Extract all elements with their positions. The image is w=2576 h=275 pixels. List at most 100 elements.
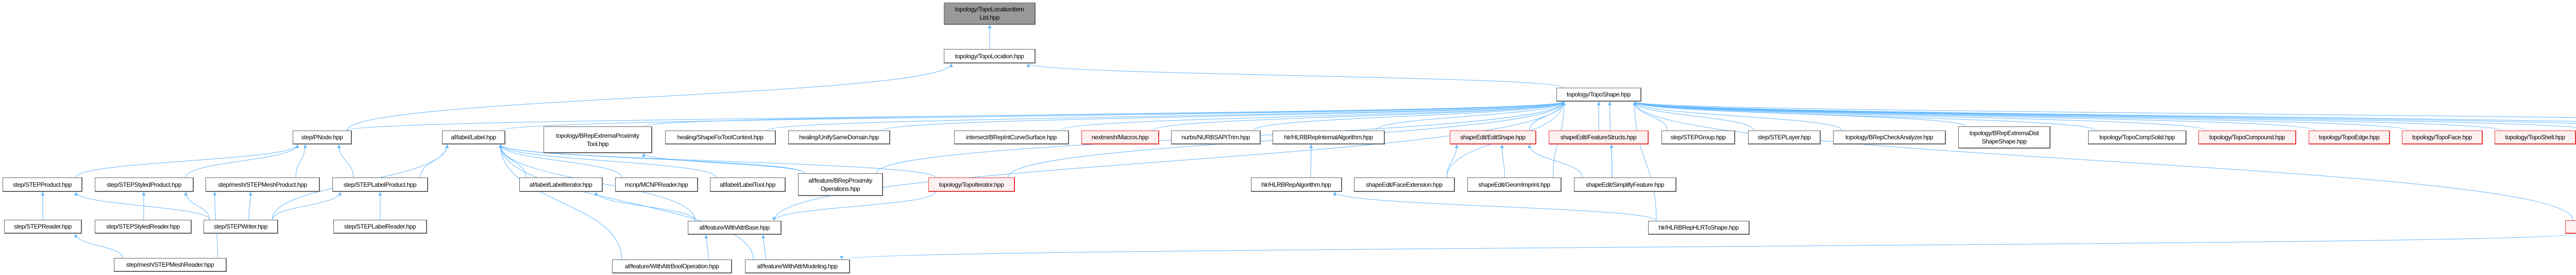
graph-node[interactable]: step/mesh/STEPMeshProduct.hpp [206,177,320,192]
node-label: shapeEdit/EditShape.hpp [1460,134,1526,141]
graph-node[interactable]: af/label/LabelIterator.hpp [519,177,603,192]
graph-node[interactable]: step/PNode.hpp [293,131,352,144]
dependency-edge [74,191,210,220]
graph-node[interactable]: step/STEPLabelReader.hpp [333,220,427,234]
node-label: topology/TopoCompound.hpp [2209,134,2285,141]
dependency-edge [248,191,252,220]
graph-node[interactable]: step/STEPProduct.hpp [3,177,82,192]
graph-node[interactable]: hlr/HLRBRepAlgorithm.hpp [1251,177,1342,192]
dependency-edge [1446,144,1459,178]
node-label: topology/BRepCheckAnalyzer.hpp [1845,134,1934,141]
dependency-edge [1059,101,1565,131]
graph-node[interactable]: shapeEdit/FaceExtension.hpp [1354,177,1455,192]
graph-node[interactable]: nextmesh/Macros.hpp [1081,131,1159,144]
node-label: step/STEPStyledReader.hpp [106,223,180,230]
dependency-edge [1633,101,2096,131]
node-label: healing/UnifySameDomain.hpp [799,134,879,141]
graph-node[interactable]: modeling/MakeShape.hpp [2565,220,2576,234]
node-label: hlr/HLRBRepAlgorithm.hpp [1261,181,1331,188]
dependency-edge [882,101,1565,131]
dependency-edge [1528,144,1583,178]
dependency-edge [498,144,622,178]
graph-node[interactable]: af/feature/WithAttrBoolOperation.hpp [612,260,732,273]
dependency-edge [347,63,953,131]
graph-node[interactable]: shapeEdit/EditShape.hpp [1450,131,1536,144]
node-label: topology/TopoCompSolid.hpp [2099,134,2175,141]
dependency-edge [337,144,354,178]
graph-node[interactable]: step/STEPStyledReader.hpp [95,220,192,234]
graph-node[interactable]: shapeEdit/SimplifyFeature.hpp [1574,177,1676,192]
node-label: topology/BRepExtremaProximity Tool.hpp [556,132,639,148]
node-label: step/STEPLayer.hpp [1757,134,1811,141]
dependency-edge [1633,101,1668,131]
dependency-edge [420,144,449,178]
graph-node[interactable]: step/STEPLabelProduct.hpp [332,177,428,192]
dependency-edge [1633,101,1843,131]
graph-node[interactable]: hlr/HLRBRepHLRToShape.hpp [1648,221,1750,235]
graph-node[interactable]: topology/TopoIterator.hpp [928,177,1015,192]
node-label: topology/BRepExtremaDist ShapeShape.hpp [1969,130,2039,145]
node-label: step/mesh/STEPMeshReader.hpp [126,261,214,268]
dependency-edge [704,234,709,260]
node-label: af/label/Label.hpp [451,134,496,141]
dependency-edge [1633,101,2502,131]
graph-node[interactable]: step/STEPReader.hpp [4,220,82,234]
node-label: topology/TopoShape.hpp [1567,91,1631,98]
dependency-edge [498,144,717,178]
graph-node[interactable]: step/STEPGroup.hpp [1662,131,1735,144]
graph-node[interactable]: shapeEdit/FeatureStructs.hpp [1549,131,1649,144]
dependency-edge [643,101,1565,127]
graph-node[interactable]: healing/ShapeFixToolContext.hpp [665,131,776,144]
dependency-edge [641,153,805,174]
dependency-edge [498,144,936,178]
graph-node[interactable]: af/feature/WithAttrModeling.hpp [745,260,850,273]
graph-node[interactable]: hlr/HLRBRepInternalAlgorithm.hpp [1273,131,1385,144]
graph-node[interactable]: af/feature/BRepProximity Operations.hpp [798,173,883,196]
graph-node[interactable]: af/label/Label.hpp [442,131,505,144]
graph-node[interactable]: topology/BRepExtremaProximity Tool.hpp [544,126,652,153]
graph-node[interactable]: shapeEdit/GeomImprint.hpp [1467,177,1562,192]
dependency-edge [500,101,1565,131]
node-label: step/STEPProduct.hpp [12,181,72,188]
node-label: af/feature/BRepProximity Operations.hpp [808,176,872,192]
graph-node[interactable]: step/STEPStyledProduct.hpp [95,177,194,192]
dependency-edge [1026,63,1564,88]
dependency-edge [1633,101,2573,221]
node-label: nextmesh/Macros.hpp [1091,134,1149,141]
graph-node[interactable]: topology/TopoCompound.hpp [2198,131,2296,144]
graph-node[interactable]: af/label/LabelTool.hpp [710,177,786,192]
dependency-edge [1633,101,2409,131]
dependency-edge [498,144,622,260]
dependency-edge [1153,101,1565,131]
graph-node[interactable]: af/feature/WithAttrBase.hpp [688,221,782,235]
node-label: topology/TopoShell.hpp [2505,134,2565,141]
graph-node[interactable]: healing/UnifySameDomain.hpp [788,131,890,144]
graph-node[interactable]: topology/BRepCheckAnalyzer.hpp [1833,131,1946,144]
graph-node[interactable]: topology/TopoLocation.hpp [944,49,1036,63]
graph-node[interactable]: nurbs/NURBSAPITrim.hpp [1171,131,1261,144]
node-label: intersect/BRepIntCurveSurface.hpp [966,134,1057,141]
graph-node[interactable]: intersect/BRepIntCurveSurface.hpp [954,131,1069,144]
graph-node[interactable]: mcnp/MCNPReader.hpp [615,177,698,192]
graph-node[interactable]: step/STEPWriter.hpp [204,220,278,234]
graph-node[interactable]: topology/TopoShell.hpp [2495,131,2576,144]
node-label: topology/TopoFace.hpp [2412,134,2472,141]
node-label: af/feature/WithAttrBase.hpp [699,224,770,231]
node-label: step/STEPGroup.hpp [1670,134,1726,141]
graph-node[interactable]: topology/TopoCompSolid.hpp [2088,131,2187,144]
graph-node[interactable]: topology/TopoShape.hpp [1556,88,1641,102]
dependency-edge [1633,101,2576,122]
graph-node[interactable]: step/mesh/STEPMeshReader.hpp [114,258,227,272]
dependency-edge [1633,101,2316,131]
graph-root-node: topology/TopoLocationItem List.hpp [944,3,1036,25]
graph-node[interactable]: topology/BRepExtremaDist ShapeShape.hpp [1958,126,2050,149]
graph-node[interactable]: topology/TopoFace.hpp [2402,131,2483,144]
graph-node[interactable]: topology/TopoEdge.hpp [2309,131,2390,144]
node-label: healing/ShapeFixToolContext.hpp [677,134,764,141]
node-label: step/PNode.hpp [301,134,343,141]
node-label: af/label/LabelIterator.hpp [529,181,592,188]
graph-node[interactable]: step/STEPLayer.hpp [1748,131,1821,144]
node-label: topology/TopoLocationItem List.hpp [955,6,1024,21]
